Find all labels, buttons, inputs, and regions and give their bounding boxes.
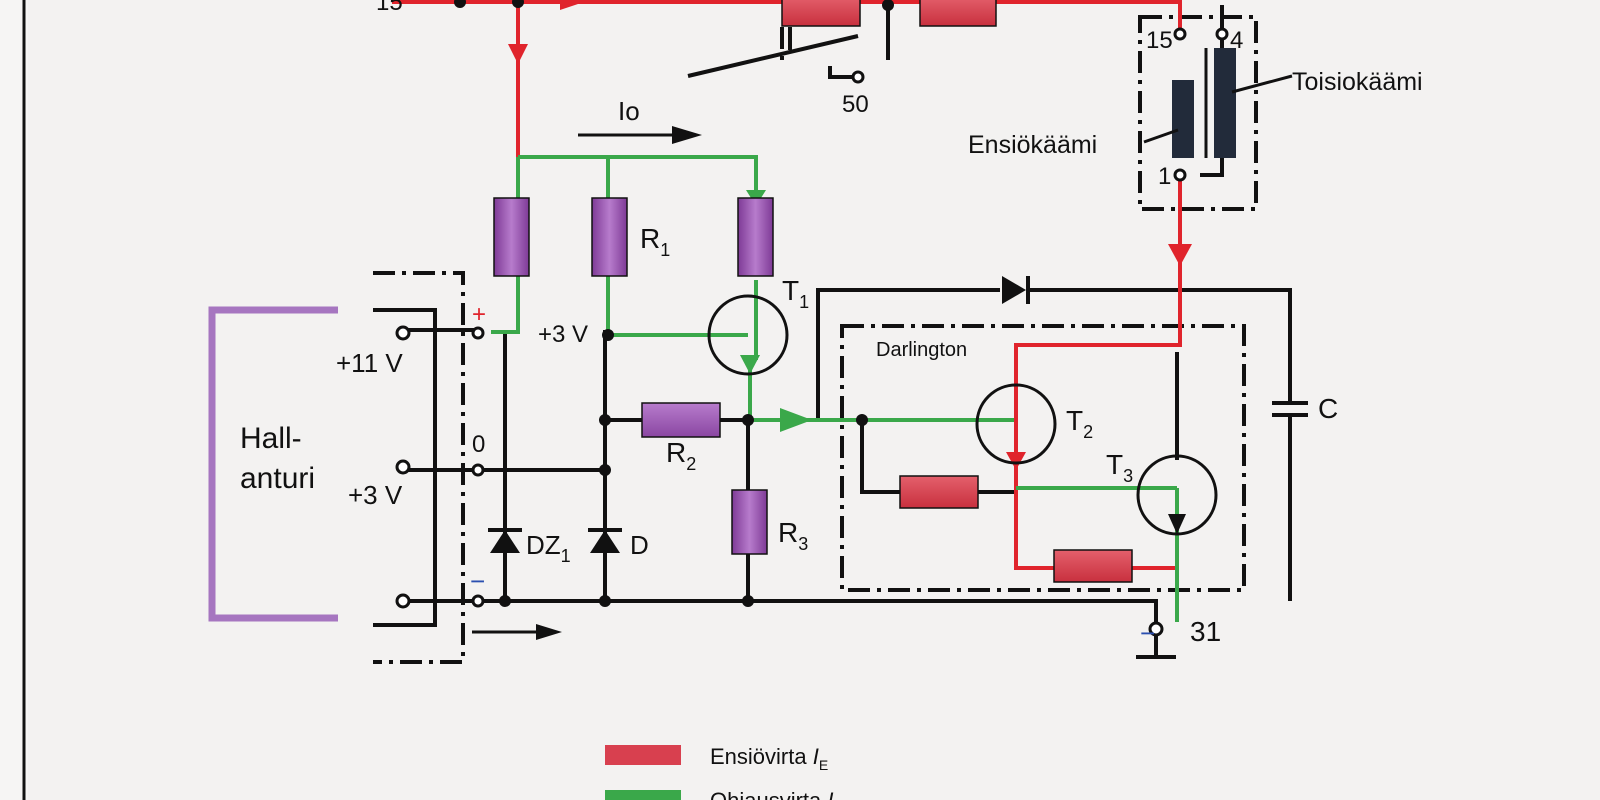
arrow-right-icon [536,624,562,640]
primary-coil-label: Ensiökäämi [968,131,1097,159]
resistor-left [493,197,530,277]
legend-primary-label: Ensiövirta IE [710,744,828,773]
arrow-right-icon [672,126,702,144]
arrow-down-icon [1006,452,1026,470]
hall-label-line2: anturi [240,462,315,495]
arrow-down-icon [1168,514,1186,534]
terminal-4-label: 4 [1230,27,1243,54]
io-label: Io [618,96,640,126]
dashdot-frames [373,15,1258,664]
terminal-31-label: 31 [1190,616,1221,647]
legend-control-label: Ohjausvirta Io [710,788,842,800]
terminal-50-label: 50 [842,91,869,118]
resistor-darlington-2 [1053,549,1133,583]
black-wiring [373,5,1308,659]
dz1-label: DZ1 [526,530,571,566]
page-background [28,0,1600,800]
d-label: D [630,530,649,560]
hall-label-line1: Hall- [240,422,302,455]
diode-d [590,530,620,553]
arrow-down-icon [1168,244,1192,266]
hall-sensor-frame [208,306,338,622]
terminals [395,27,1229,637]
zero-label: 0 [472,431,485,458]
zener-diode-dz1 [490,530,520,553]
arrow-down-icon [508,44,528,64]
primary-coil [1172,80,1194,158]
resistor-r3 [731,489,768,555]
r3-label: R3 [778,517,808,554]
arrow-right-icon [560,0,584,10]
resistor-r2 [641,402,721,438]
minus-sign-label: − [470,566,485,596]
t1-label: T1 [782,275,809,312]
legend-swatch-primary [605,745,681,765]
resistor-darlington-1 [899,475,979,509]
ballast-resistor-2 [919,0,997,27]
transistor-t2 [975,383,1057,465]
plus-sign-label: + [472,301,486,328]
minus-31-label: − [1140,618,1155,648]
diode-top [1002,276,1026,304]
resistor-r1 [591,197,628,277]
secondary-coil-label: Toisiokäämi [1292,68,1423,96]
resistor-t1-base [737,197,774,277]
terminal-15-label: 15 [1146,27,1173,54]
t2-label: T2 [1066,405,1093,442]
arrow-right-icon [780,408,812,432]
terminal-1-label: 1 [1158,163,1171,190]
arrow-down-icon [740,355,760,374]
r2-label: R2 [666,437,696,474]
secondary-coil [1214,48,1236,158]
t3-label: T3 [1106,449,1133,486]
ballast-resistor-1 [781,0,861,27]
capacitor-label: C [1318,393,1338,424]
plus3v-internal-label: +3 V [538,321,588,348]
terminal-15-top-label: 15 [376,0,403,16]
darlington-label: Darlington [876,339,967,361]
plus11v-label: +11 V [336,348,403,378]
r1-label: R1 [640,223,670,260]
plus3v-sensor-label: +3 V [348,480,403,510]
junction-dots [454,0,894,607]
legend-swatch-control [605,790,681,800]
transistor-t1 [707,294,789,376]
